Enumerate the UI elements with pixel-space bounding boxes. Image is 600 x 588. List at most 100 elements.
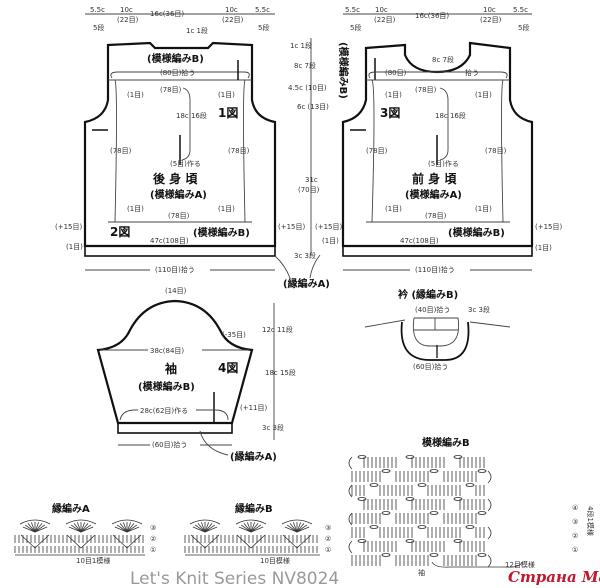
svg-text:28c(62目)作る: 28c(62目)作る — [140, 406, 188, 415]
svg-text:1c 1段: 1c 1段 — [290, 41, 312, 50]
v-stitch — [236, 534, 266, 549]
fan-stitch — [126, 523, 135, 533]
picot-arc — [19, 519, 51, 525]
svg-text:(78目): (78目) — [110, 147, 132, 155]
svg-text:(1目): (1目) — [218, 205, 235, 213]
svg-text:(1目): (1目) — [66, 243, 83, 251]
fan-stitch — [123, 522, 128, 533]
chain-stitch — [429, 469, 439, 473]
svg-text:(78目): (78目) — [366, 147, 388, 155]
chain-stitch — [417, 483, 427, 487]
svg-text:3c 3段: 3c 3段 — [294, 251, 316, 260]
svg-text:①: ① — [325, 546, 331, 554]
v-stitch — [20, 534, 50, 549]
chain-stitch — [453, 455, 463, 459]
svg-text:1c 1段: 1c 1段 — [186, 26, 208, 35]
fan-stitch — [126, 526, 140, 533]
svg-text:袖: 袖 — [165, 361, 177, 376]
fan-stitch — [286, 524, 298, 533]
front-piece: 5.5c 10c 16c(36目) 10c 5.5c (22目) (22目) 5… — [315, 6, 563, 274]
svg-text:3c 3段: 3c 3段 — [468, 305, 490, 314]
chain-stitch — [405, 539, 415, 543]
svg-text:(1目): (1目) — [322, 237, 339, 245]
sleeve-edging-band — [117, 422, 233, 434]
svg-text:12c 11段: 12c 11段 — [262, 325, 293, 334]
chain-stitch — [357, 539, 367, 543]
svg-text:3図: 3図 — [380, 106, 400, 120]
svg-text:(78目): (78目) — [168, 212, 190, 220]
svg-text:8c 7段: 8c 7段 — [432, 55, 454, 64]
svg-text:(模様編みB): (模様編みB) — [147, 52, 204, 65]
svg-text:(模様編みA): (模様編みA) — [405, 188, 462, 201]
chain-stitch — [357, 455, 367, 459]
svg-text:18c 16段: 18c 16段 — [435, 111, 466, 120]
chain-stitch — [381, 553, 391, 557]
svg-text:(14目): (14目) — [165, 287, 187, 295]
turning-chain — [487, 526, 492, 540]
turning-chain — [348, 456, 353, 470]
svg-text:(1目): (1目) — [127, 205, 144, 213]
svg-text:(1目): (1目) — [385, 91, 402, 99]
svg-text:(22目): (22目) — [222, 16, 244, 24]
svg-text:縁編みA: 縁編みA — [52, 502, 90, 515]
chain-stitch — [429, 511, 439, 515]
svg-text:5段: 5段 — [258, 23, 269, 32]
fan-stitch — [250, 523, 259, 533]
fan-stitch — [204, 524, 216, 533]
svg-text:④: ④ — [572, 504, 578, 512]
svg-text:38c(84目): 38c(84目) — [150, 347, 184, 355]
center-height-dimensions: 1c 1段 8c 7段 4.5c (10目) 6c (13目) 31c (70目… — [274, 38, 330, 290]
svg-text:(78目): (78目) — [485, 147, 507, 155]
svg-text:(70目): (70目) — [298, 186, 320, 194]
fan-stitch — [116, 524, 128, 533]
svg-text:(22目): (22目) — [117, 16, 139, 24]
fan-stitch — [80, 523, 89, 533]
svg-text:縁編みB: 縁編みB — [235, 502, 273, 515]
chain-stitch — [405, 455, 415, 459]
svg-text:(5目)作る: (5目)作る — [170, 159, 201, 168]
svg-text:10c: 10c — [375, 6, 388, 14]
fan-stitch — [126, 522, 131, 533]
svg-text:3c 3段: 3c 3段 — [262, 423, 284, 432]
svg-text:(80目)拾う: (80目)拾う — [160, 68, 195, 77]
picot-arc — [189, 519, 221, 525]
svg-text:10c: 10c — [483, 6, 496, 14]
front-outline — [341, 41, 534, 248]
svg-text:(80目): (80目) — [385, 69, 407, 77]
turning-chain — [487, 554, 492, 568]
svg-text:(+15目): (+15目) — [278, 223, 306, 231]
fan-stitch — [250, 522, 255, 533]
svg-text:12目模様: 12目模様 — [505, 560, 535, 569]
chain-stitch — [453, 497, 463, 501]
pattern-b-chart: 模様編みB ④ ③ ② ① 4段1模様 12目模様 袖 — [348, 436, 595, 577]
sleeve-piece: (14目) (-35目) 38c(84目) 袖 4図 (模様編みB) 28c(6… — [96, 287, 296, 463]
fan-stitch — [243, 523, 252, 533]
fan-stitch — [247, 522, 252, 533]
fan-stitch — [34, 522, 39, 533]
svg-text:(模様編みA): (模様編みA) — [150, 188, 207, 201]
front-edging-band — [342, 245, 533, 257]
chain-stitch — [465, 483, 475, 487]
fan-stitch — [31, 522, 36, 533]
chain-stitch — [477, 553, 487, 557]
chain-stitch — [477, 511, 487, 515]
svg-text:(1目): (1目) — [127, 91, 144, 99]
svg-text:31c: 31c — [305, 176, 318, 184]
fan-stitch — [238, 526, 252, 533]
fan-stitch — [80, 526, 94, 533]
v-stitch — [66, 534, 96, 549]
fan-stitch — [197, 523, 206, 533]
svg-text:1図: 1図 — [218, 106, 238, 120]
svg-text:5.5c: 5.5c — [513, 6, 528, 14]
svg-text:47c(108目): 47c(108目) — [150, 237, 189, 245]
fan-stitch — [194, 524, 206, 533]
svg-text:5段: 5段 — [518, 23, 529, 32]
chain-stitch — [477, 469, 487, 473]
back-outline — [83, 41, 277, 248]
fan-stitch — [296, 523, 305, 533]
fan-stitch — [34, 524, 46, 533]
fan-stitch — [114, 526, 128, 533]
fan-stitch — [250, 524, 262, 533]
back-edging-band — [84, 245, 276, 257]
